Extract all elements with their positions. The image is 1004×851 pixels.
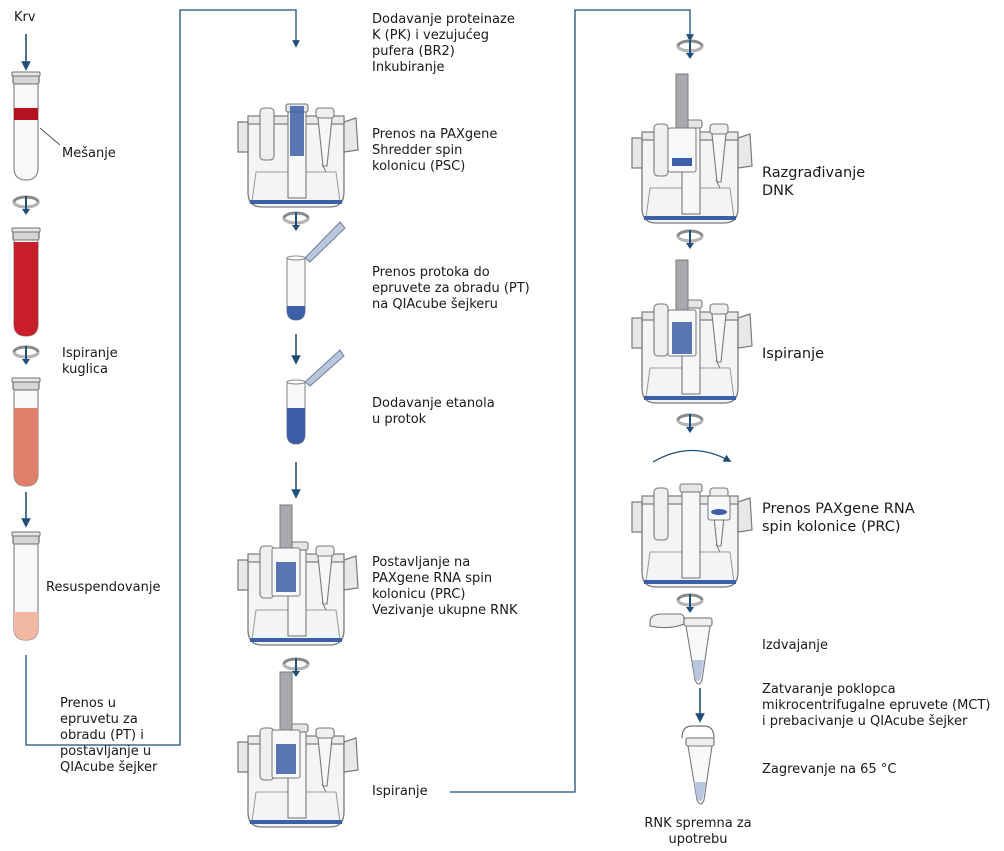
spin-icon <box>676 592 704 615</box>
transfer-arc <box>652 449 732 463</box>
label-prenos-psc: Prenos na PAXgene Shredder spin kolonicu… <box>372 127 498 174</box>
label-krv: Krv <box>14 10 36 25</box>
label-mesanje: Mešanje <box>62 146 116 161</box>
process-tube-2 <box>286 379 306 445</box>
spin-icon <box>676 38 704 61</box>
label-zatvaranje: Zatvaranje poklopca mikrocentrifugalne e… <box>762 682 991 729</box>
mct-closed <box>681 725 715 805</box>
label-izdvajanje: Izdvajanje <box>762 638 828 653</box>
pipette-1 <box>304 221 346 263</box>
connector-1 <box>25 9 300 746</box>
label-postavljanje-prc: Postavljanje na PAXgene RNA spin kolonic… <box>372 555 518 618</box>
pipette-2 <box>304 349 345 387</box>
spin-icon <box>676 412 704 435</box>
shaker-dnase <box>630 73 754 225</box>
shaker-transfer <box>630 482 754 589</box>
spin-icon <box>12 344 40 367</box>
process-tube-1 <box>286 255 306 321</box>
spin-icon <box>676 228 704 251</box>
label-razgradjivanje: Razgrađivanje DNK <box>762 165 866 199</box>
label-prenos-epruveta: Prenos u epruvetu za obradu (PT) i posta… <box>60 696 158 775</box>
label-ispiranje-1: Ispiranje <box>372 784 428 799</box>
spin-icon <box>282 210 310 233</box>
shaker-psc <box>236 102 360 209</box>
connector-2 <box>450 9 694 793</box>
label-resuspendovanje: Resuspendovanje <box>46 580 161 595</box>
label-ispiranje-kuglica: Ispiranje kuglica <box>62 346 118 377</box>
mct-open <box>649 613 713 685</box>
blood-tube-mix <box>11 71 41 181</box>
shaker-prc <box>236 504 360 647</box>
washed-tube <box>11 377 41 487</box>
label-ispiranje-2: Ispiranje <box>762 346 825 362</box>
shaker-wash-1 <box>236 671 360 829</box>
label-rnk-spremna: RNK spremna za upotrebu <box>644 816 752 847</box>
label-dodavanje-etanola: Dodavanje etanola u protok <box>372 396 495 427</box>
label-dodavanje-pk: Dodavanje proteinaze K (PK) i vezujućeg … <box>372 12 515 75</box>
label-zagrevanje: Zagrevanje na 65 °C <box>762 762 897 777</box>
resuspended-tube <box>11 531 41 641</box>
blood-tube-full <box>11 227 41 337</box>
label-prenos-prc: Prenos PAXgene RNA spin kolonice (PRC) <box>762 501 915 535</box>
label-prenos-protoka: Prenos protoka do epruvete za obradu (PT… <box>372 265 530 312</box>
shaker-wash-2 <box>630 259 754 405</box>
spin-icon <box>12 194 40 217</box>
